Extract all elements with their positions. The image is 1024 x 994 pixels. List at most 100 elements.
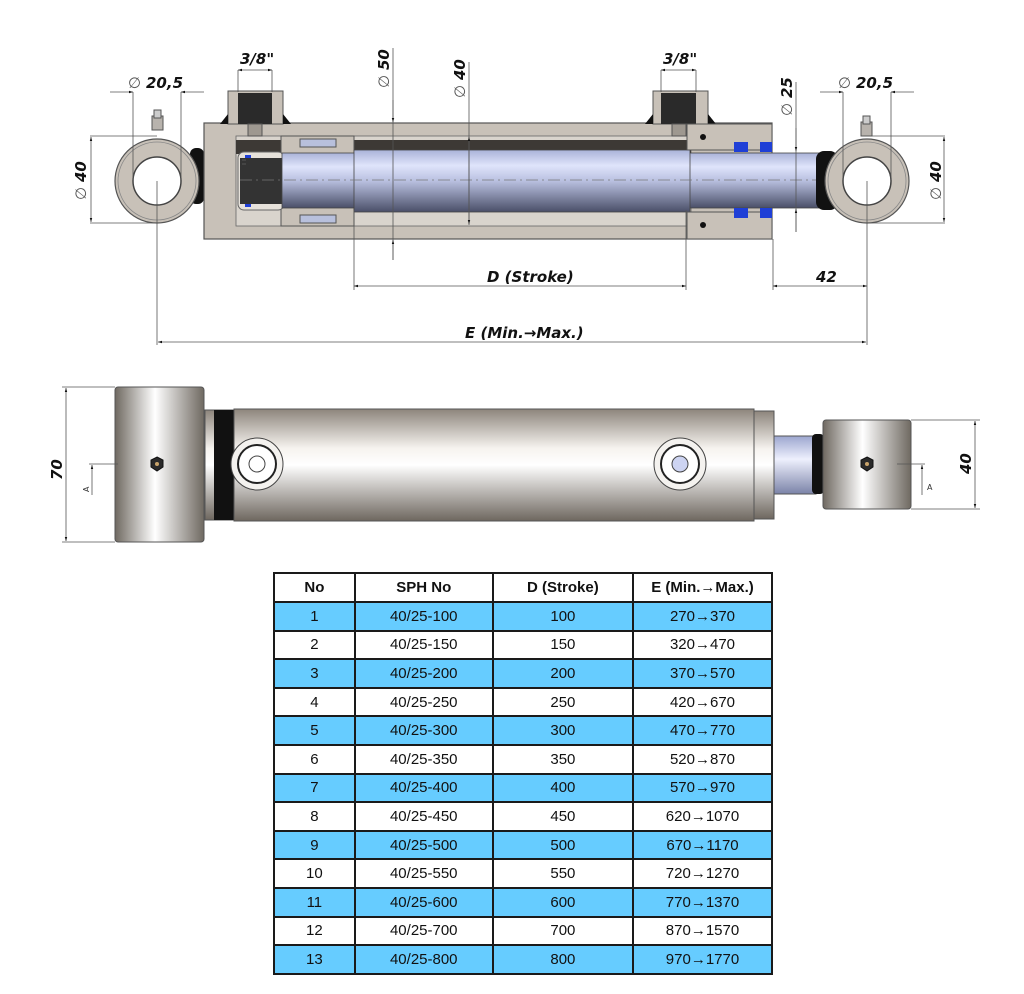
overall-length-label: E (Min.→Max.): [465, 324, 584, 342]
cell-sph: 40/25-300: [353, 715, 494, 746]
cell-no: 6: [273, 743, 356, 775]
cell-length: 570→970: [632, 772, 773, 804]
cell-length: 270→370: [632, 601, 773, 632]
cell-no: 3: [273, 658, 356, 689]
cell-sph: 40/25-200: [353, 658, 494, 689]
cell-length: 670→1170: [632, 829, 773, 861]
cell-stroke: 450: [491, 801, 635, 832]
cell-sph: 40/25-100: [353, 601, 494, 632]
cell-stroke: 400: [491, 772, 635, 804]
cell-stroke: 800: [491, 944, 635, 975]
cell-stroke: 500: [491, 829, 635, 861]
rod-label: 25: [778, 77, 796, 98]
eye-right-dia-label: 40: [927, 161, 945, 183]
cell-no: 9: [273, 829, 356, 861]
cell-stroke: 300: [491, 715, 635, 746]
cell-length: 470→770: [632, 715, 773, 746]
cell-stroke: 100: [491, 601, 635, 632]
table-header-row: No SPH No D (Stroke) E (Min.→Max.): [273, 572, 773, 603]
cell-no: 4: [273, 686, 356, 718]
left-eye-section: [114, 109, 204, 224]
section-marker-right: A: [927, 483, 933, 492]
cell-length: 870→1570: [632, 915, 773, 947]
port-left-label: 3/8": [240, 50, 274, 68]
dimension-labels: 3/8" 3/8" ∅ 20,5 ∅ 20,5 ∅ 40 ∅ 40 ∅ 50 ∅…: [48, 49, 975, 492]
header-length: E (Min.→Max.): [632, 572, 773, 603]
right-port: [645, 90, 716, 137]
section-view: [89, 48, 946, 345]
cell-stroke: 600: [491, 886, 635, 918]
cell-length: 420→670: [632, 686, 773, 718]
cell-sph: 40/25-450: [353, 801, 494, 832]
barrel-od-label: 50: [375, 49, 393, 70]
port-boss-right: [653, 437, 707, 491]
diameter-symbol-icon: ∅: [72, 187, 90, 200]
cell-stroke: 250: [491, 686, 635, 718]
cell-length: 620→1070: [632, 801, 773, 832]
bore-label: 40: [451, 59, 469, 81]
cell-sph: 40/25-800: [353, 944, 494, 975]
cell-no: 13: [273, 944, 356, 975]
cell-sph: 40/25-700: [353, 915, 494, 947]
cell-stroke: 350: [491, 743, 635, 775]
cell-length: 520→870: [632, 743, 773, 775]
right-eye-width-label: 40: [957, 453, 975, 475]
diameter-symbol-icon: ∅: [451, 85, 469, 98]
left-eye-width-label: 70: [48, 459, 66, 480]
cell-stroke: 150: [491, 629, 635, 661]
cell-length: 770→1370: [632, 886, 773, 918]
cell-no: 7: [273, 772, 356, 804]
side-view: [62, 386, 980, 543]
cell-stroke: 700: [491, 915, 635, 947]
cell-length: 370→570: [632, 658, 773, 689]
cell-sph: 40/25-400: [353, 772, 494, 804]
cell-sph: 40/25-500: [353, 829, 494, 861]
cell-no: 5: [273, 715, 356, 746]
dimension-lines: [89, 48, 946, 345]
left-port: [220, 90, 291, 137]
port-boss-left: [230, 437, 284, 491]
cell-sph: 40/25-600: [353, 886, 494, 918]
section-marker-left: A: [82, 486, 91, 492]
cell-length: 320→470: [632, 629, 773, 661]
eye-left-dia-label: 40: [72, 161, 90, 183]
cell-no: 2: [273, 629, 356, 661]
cell-stroke: 200: [491, 658, 635, 689]
cell-no: 12: [273, 915, 356, 947]
rod-side: [773, 435, 817, 495]
diameter-symbol-icon: ∅: [128, 74, 141, 92]
cell-no: 10: [273, 858, 356, 889]
cell-sph: 40/25-350: [353, 743, 494, 775]
rod-end-label: 42: [815, 268, 837, 286]
right-eye-section: [816, 115, 910, 224]
cylinder-drawing: 3/8" 3/8" ∅ 20,5 ∅ 20,5 ∅ 40 ∅ 40 ∅ 50 ∅…: [48, 48, 980, 543]
eye-right-bore-label: 20,5: [856, 74, 893, 92]
diameter-symbol-icon: ∅: [778, 103, 796, 116]
diameter-symbol-icon: ∅: [838, 74, 851, 92]
port-right-label: 3/8": [663, 50, 697, 68]
cell-length: 970→1770: [632, 944, 773, 975]
header-sph-no: SPH No: [353, 572, 494, 603]
cell-no: 11: [273, 886, 356, 918]
cell-stroke: 550: [491, 858, 635, 889]
cell-sph: 40/25-550: [353, 858, 494, 889]
diameter-symbol-icon: ∅: [927, 187, 945, 200]
cell-length: 720→1270: [632, 858, 773, 889]
cell-sph: 40/25-150: [353, 629, 494, 661]
cell-no: 1: [273, 601, 356, 632]
stroke-label: D (Stroke): [487, 268, 574, 286]
header-no: No: [273, 572, 356, 603]
diameter-symbol-icon: ∅: [375, 75, 393, 88]
